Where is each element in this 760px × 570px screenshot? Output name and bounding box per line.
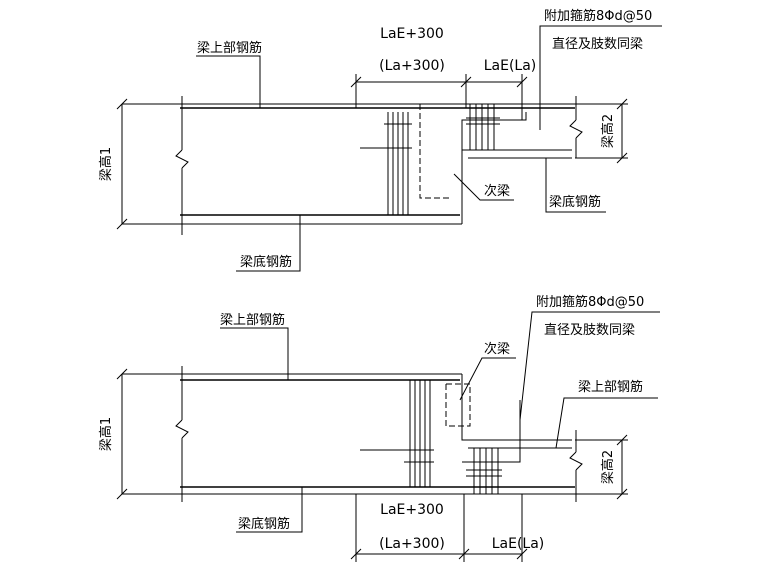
- dim-lae-la: LaE(La): [492, 536, 545, 552]
- dim-tick: [116, 98, 128, 110]
- top-detail: 梁高1: [98, 8, 662, 272]
- dim-la-300: (La+300): [379, 58, 445, 74]
- top-rebar-2-leader: [555, 397, 658, 449]
- dim-la-300: (La+300): [379, 536, 445, 552]
- break-mark: [569, 119, 583, 139]
- bottom-rebar-label: 梁底钢筋: [238, 516, 290, 532]
- stirrup-note-2: 直径及肢数同梁: [544, 322, 635, 338]
- dim-lae-300: LaE+300: [380, 26, 444, 42]
- dim-lae-300: LaE+300: [380, 502, 444, 518]
- bottom-rebar-leader: [236, 487, 303, 533]
- secondary-beam-label: 次梁: [484, 341, 510, 357]
- stirrup-note-leader: [519, 311, 660, 421]
- break-mark: [569, 451, 583, 471]
- secondary-beam-dashed: [419, 104, 452, 199]
- secondary-beam-label: 次梁: [484, 183, 510, 199]
- break-mark: [175, 419, 189, 439]
- beam-height-2-label: 梁高2: [600, 450, 616, 484]
- beam-height-2-label: 梁高2: [600, 114, 616, 148]
- stirrup-note-2: 直径及肢数同梁: [552, 36, 643, 52]
- break-mark: [175, 149, 189, 169]
- bottom-rebar-2-label: 梁底钢筋: [549, 194, 601, 210]
- secondary-beam-leader: [459, 357, 516, 401]
- stirrup-note-leader: [539, 25, 662, 130]
- bottom-rebar-2-leader: [545, 158, 606, 213]
- stirrup-note-1: 附加箍筋8Φd@50: [544, 8, 652, 24]
- beam-height-1-label: 梁高1: [98, 147, 114, 181]
- top-rebar-leader: [220, 327, 289, 380]
- beam-height-1-label: 梁高1: [98, 417, 114, 451]
- top-rebar-label: 梁上部钢筋: [197, 40, 262, 56]
- secondary-beam-outline: [461, 374, 572, 441]
- dim-lae-la: LaE(La): [484, 58, 537, 74]
- secondary-beam-leader: [453, 173, 514, 201]
- dim-tick: [116, 218, 128, 230]
- additional-stirrups: [360, 380, 502, 494]
- secondary-beam-bottom: [462, 400, 521, 463]
- top-rebar-leader: [196, 55, 261, 108]
- top-rebar-label: 梁上部钢筋: [220, 312, 285, 328]
- stirrup-note-1: 附加箍筋8Φd@50: [536, 294, 644, 310]
- bottom-detail: 梁高1 梁高2: [98, 294, 660, 562]
- secondary-beam-dashed: [445, 383, 471, 427]
- additional-stirrups: [360, 104, 500, 215]
- bottom-rebar-label: 梁底钢筋: [240, 254, 292, 270]
- bottom-rebar-leader: [236, 215, 301, 272]
- top-rebar-2-label: 梁上部钢筋: [578, 379, 643, 395]
